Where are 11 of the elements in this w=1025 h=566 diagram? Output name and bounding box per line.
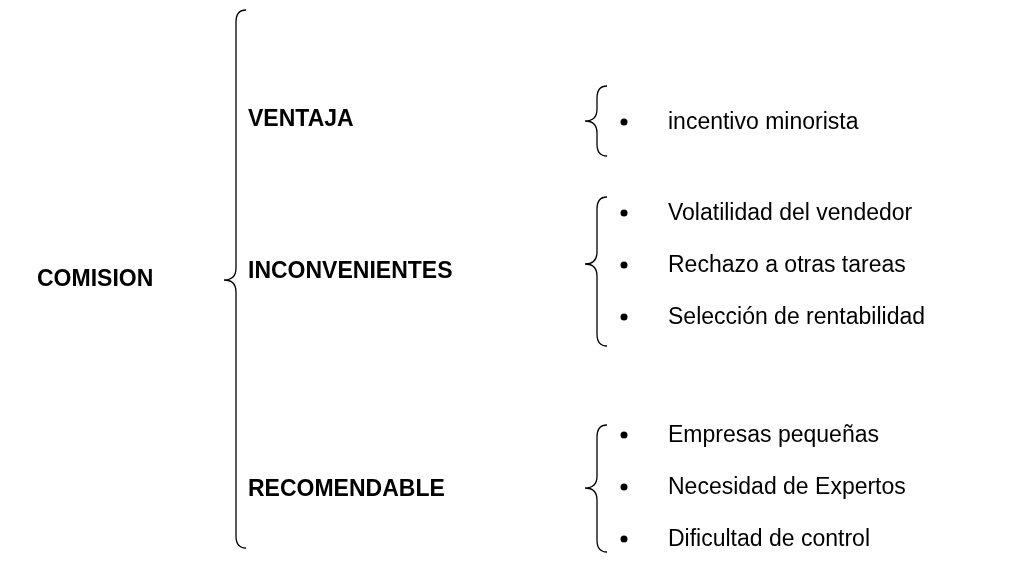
root-heading: COMISION xyxy=(37,264,154,292)
list-item: Dificultad de control xyxy=(668,524,870,552)
list-item: Empresas pequeñas xyxy=(668,420,879,448)
branch-heading: VENTAJA xyxy=(248,104,354,132)
branch-heading: RECOMENDABLE xyxy=(248,474,445,502)
branch-heading: INCONVENIENTES xyxy=(248,256,453,284)
list-item: Volatilidad del vendedor xyxy=(668,198,913,226)
list-item: Necesidad de Expertos xyxy=(668,472,906,500)
list-item: Rechazo a otras tareas xyxy=(668,250,906,278)
list-item: Selección de rentabilidad xyxy=(668,302,925,330)
list-item: incentivo minorista xyxy=(668,107,859,135)
